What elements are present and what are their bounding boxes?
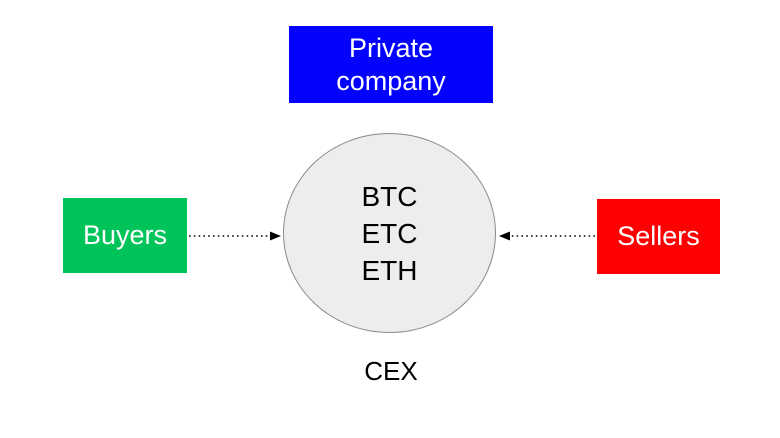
private-company-box: Private company bbox=[289, 26, 493, 103]
circle-item-btc: BTC bbox=[361, 180, 418, 212]
circle-item-eth: ETH bbox=[361, 254, 418, 286]
buyers-label: Buyers bbox=[82, 220, 168, 250]
buyers-box: Buyers bbox=[63, 198, 187, 273]
circle-item-etc: ETC bbox=[361, 217, 418, 249]
private-company-label: Private company bbox=[336, 32, 446, 96]
cex-caption: CEX bbox=[364, 356, 418, 386]
cex-circle: BTC ETC ETH bbox=[283, 133, 496, 333]
sellers-box: Sellers bbox=[597, 199, 720, 274]
buyers-arrow bbox=[189, 231, 281, 241]
arrowhead-right-icon bbox=[270, 231, 281, 241]
sellers-arrow bbox=[499, 231, 595, 241]
arrowhead-left-icon bbox=[499, 231, 510, 241]
sellers-label: Sellers bbox=[617, 221, 700, 251]
